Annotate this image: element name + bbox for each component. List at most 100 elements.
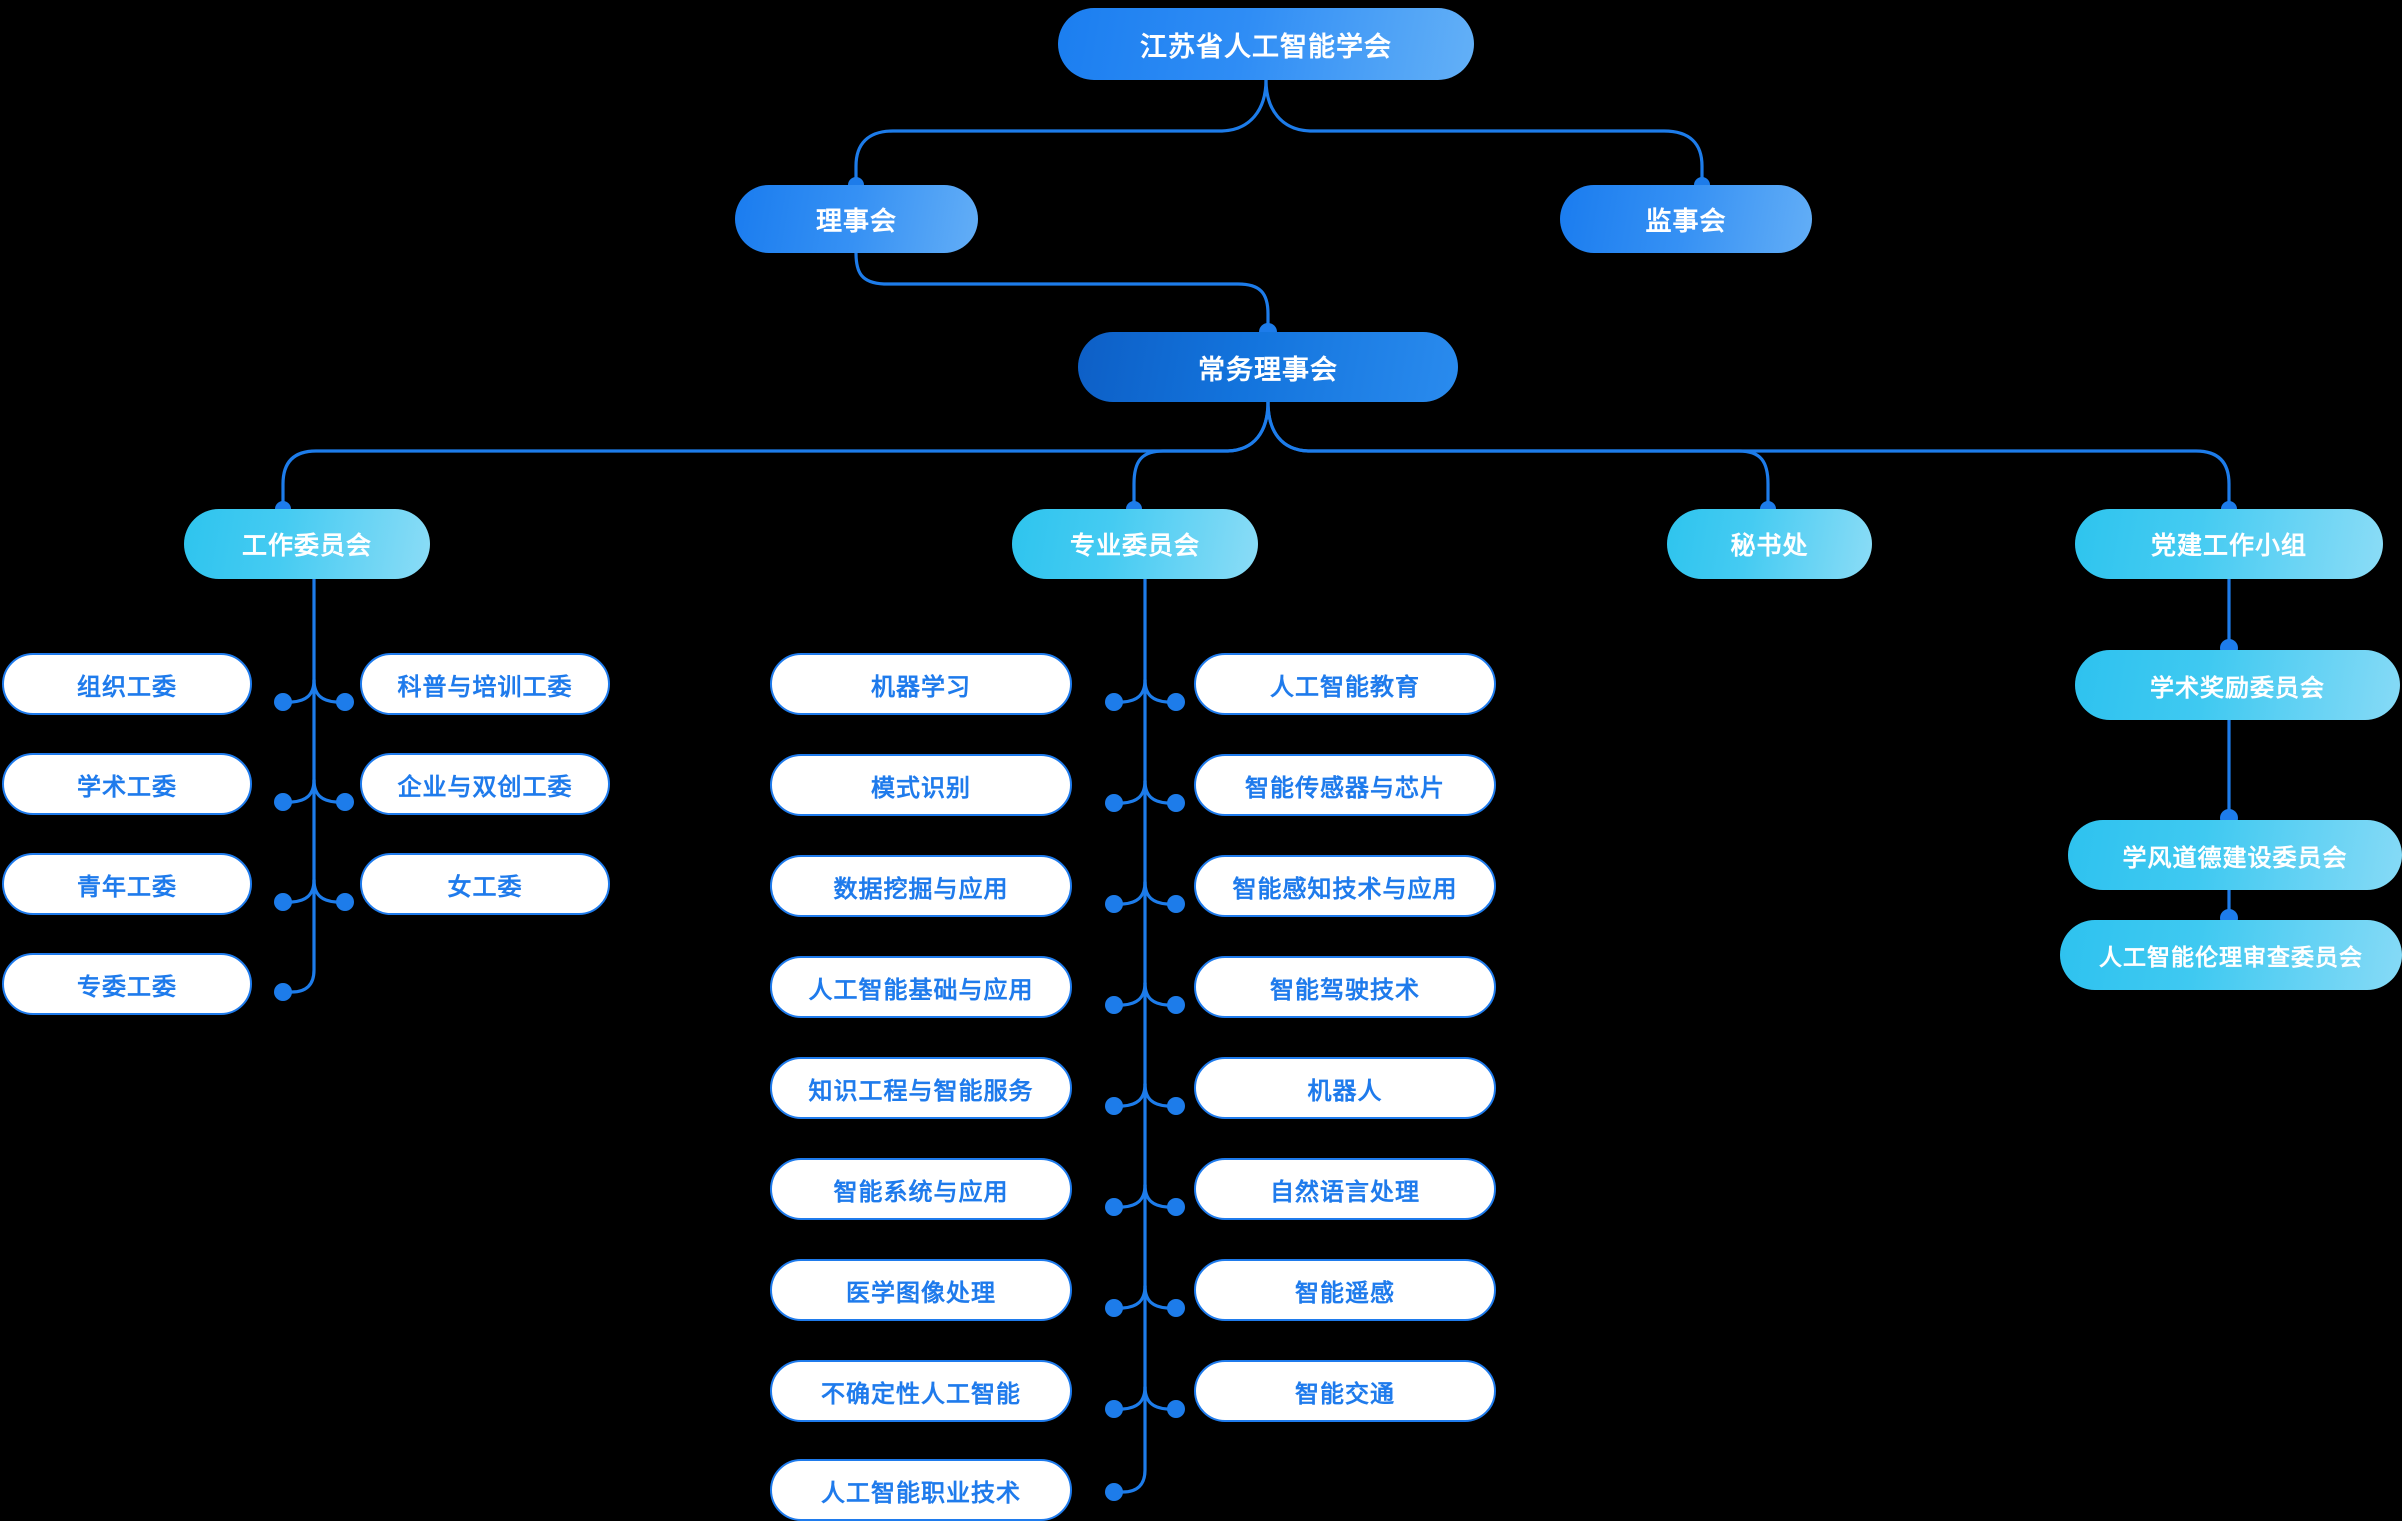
node-root[interactable]: 江苏省人工智能学会: [1058, 8, 1474, 80]
node-council-label: 理事会: [815, 205, 897, 236]
prof-fork-l2: [1115, 779, 1147, 805]
node-prof-left-7-label: 不确定性人工智能: [821, 1380, 1021, 1408]
prof-fork-l3: [1115, 880, 1147, 906]
prof-dot-l3: [1105, 895, 1123, 913]
node-prof-left-1[interactable]: 模式识别: [770, 754, 1072, 816]
prof-dot-r8: [1167, 1400, 1185, 1418]
node-prof-left-6[interactable]: 医学图像处理: [770, 1259, 1072, 1321]
node-prof-left-5[interactable]: 智能系统与应用: [770, 1158, 1072, 1220]
node-party-child-1[interactable]: 学风道德建设委员会: [2068, 820, 2402, 890]
node-standing-council[interactable]: 常务理事会: [1078, 332, 1458, 402]
link-standing-party: [1266, 400, 2231, 509]
prof-dot-l1: [1105, 693, 1123, 711]
link-root-council: [854, 78, 1268, 185]
node-prof-left-3-label: 人工智能基础与应用: [808, 976, 1034, 1004]
work-fork-l3: [284, 878, 316, 904]
prof-dot-r4: [1167, 996, 1185, 1014]
node-council[interactable]: 理事会: [735, 185, 978, 253]
work-dot-r2: [336, 793, 354, 811]
node-work-left-3-label: 专委工委: [77, 973, 177, 1001]
work-dot-r3: [336, 893, 354, 911]
prof-dot-r5: [1167, 1097, 1185, 1115]
node-supervisors[interactable]: 监事会: [1560, 185, 1812, 253]
prof-dot-r7: [1167, 1299, 1185, 1317]
node-prof-left-6-label: 医学图像处理: [846, 1279, 996, 1307]
node-work-right-2[interactable]: 女工委: [360, 853, 610, 915]
prof-dot-l2: [1105, 794, 1123, 812]
node-prof-right-7-label: 智能交通: [1295, 1380, 1395, 1408]
node-prof-left-7[interactable]: 不确定性人工智能: [770, 1360, 1072, 1422]
node-prof-right-2[interactable]: 智能感知技术与应用: [1194, 855, 1496, 917]
node-party-group-label: 党建工作小组: [2150, 532, 2307, 560]
node-work-right-1[interactable]: 企业与双创工委: [360, 753, 610, 815]
node-work-committee[interactable]: 工作委员会: [184, 509, 430, 579]
node-prof-right-6[interactable]: 智能遥感: [1194, 1259, 1496, 1321]
node-work-left-1[interactable]: 学术工委: [2, 753, 252, 815]
node-party-child-0-label: 学术奖励委员会: [2150, 674, 2325, 702]
node-prof-right-1[interactable]: 智能传感器与芯片: [1194, 754, 1496, 816]
prof-dot-l5: [1105, 1097, 1123, 1115]
node-prof-right-2-label: 智能感知技术与应用: [1232, 875, 1458, 903]
node-party-group[interactable]: 党建工作小组: [2075, 509, 2383, 579]
node-work-left-2[interactable]: 青年工委: [2, 853, 252, 915]
prof-dot-r6: [1167, 1198, 1185, 1216]
prof-fork-r5: [1143, 1082, 1175, 1108]
node-secretariat[interactable]: 秘书处: [1667, 509, 1872, 579]
node-party-child-2[interactable]: 人工智能伦理审查委员会: [2060, 920, 2402, 990]
node-prof-right-7[interactable]: 智能交通: [1194, 1360, 1496, 1422]
work-fork-r3: [312, 878, 344, 904]
prof-dot-r2: [1167, 794, 1185, 812]
prof-dot-l9: [1105, 1483, 1123, 1501]
node-party-child-1-label: 学风道德建设委员会: [2122, 844, 2348, 872]
prof-dot-l7: [1105, 1299, 1123, 1317]
prof-fork-r8: [1143, 1385, 1175, 1411]
work-dot-l3: [274, 893, 292, 911]
node-work-left-0[interactable]: 组织工委: [2, 653, 252, 715]
work-dot-l1: [274, 693, 292, 711]
node-prof-right-3-label: 智能驾驶技术: [1270, 976, 1420, 1004]
node-work-left-3[interactable]: 专委工委: [2, 953, 252, 1015]
work-trunk: [284, 576, 316, 994]
node-prof-right-3[interactable]: 智能驾驶技术: [1194, 956, 1496, 1018]
node-party-child-0[interactable]: 学术奖励委员会: [2075, 650, 2400, 720]
node-prof-left-0-label: 机器学习: [871, 673, 971, 701]
prof-trunk: [1115, 576, 1147, 1494]
node-professional-committee[interactable]: 专业委员会: [1012, 509, 1258, 579]
node-prof-right-1-label: 智能传感器与芯片: [1245, 774, 1445, 802]
prof-fork-l1: [1115, 678, 1147, 704]
prof-fork-l7: [1115, 1284, 1147, 1310]
work-fork-r1: [312, 678, 344, 704]
node-work-left-2-label: 青年工委: [77, 873, 177, 901]
node-prof-left-4-label: 知识工程与智能服务: [808, 1077, 1034, 1105]
node-work-left-0-label: 组织工委: [77, 673, 177, 701]
node-prof-right-0[interactable]: 人工智能教育: [1194, 653, 1496, 715]
prof-fork-r1: [1143, 678, 1175, 704]
node-prof-right-4[interactable]: 机器人: [1194, 1057, 1496, 1119]
node-prof-left-4[interactable]: 知识工程与智能服务: [770, 1057, 1072, 1119]
node-prof-left-0[interactable]: 机器学习: [770, 653, 1072, 715]
prof-fork-l6: [1115, 1183, 1147, 1209]
link-standing-prof: [1132, 400, 1270, 509]
prof-fork-r7: [1143, 1284, 1175, 1310]
prof-dot-r1: [1167, 693, 1185, 711]
prof-fork-l8: [1115, 1385, 1147, 1411]
prof-fork-l5: [1115, 1082, 1147, 1108]
work-fork-r2: [312, 778, 344, 804]
node-work-committee-label: 工作委员会: [241, 532, 372, 560]
node-standing-council-label: 常务理事会: [1198, 354, 1338, 385]
node-root-label: 江苏省人工智能学会: [1140, 31, 1392, 62]
node-prof-right-4-label: 机器人: [1307, 1077, 1383, 1105]
node-work-right-2-label: 女工委: [447, 873, 523, 901]
prof-fork-r3: [1143, 880, 1175, 906]
node-prof-left-2[interactable]: 数据挖掘与应用: [770, 855, 1072, 917]
node-prof-left-3[interactable]: 人工智能基础与应用: [770, 956, 1072, 1018]
node-prof-right-5[interactable]: 自然语言处理: [1194, 1158, 1496, 1220]
node-prof-left-8[interactable]: 人工智能职业技术: [770, 1459, 1072, 1521]
node-prof-left-8-label: 人工智能职业技术: [821, 1479, 1021, 1507]
node-work-right-0[interactable]: 科普与培训工委: [360, 653, 610, 715]
work-dot-r1: [336, 693, 354, 711]
prof-fork-r4: [1143, 981, 1175, 1007]
node-party-child-2-label: 人工智能伦理审查委员会: [2099, 944, 2363, 970]
node-prof-left-5-label: 智能系统与应用: [833, 1178, 1009, 1206]
